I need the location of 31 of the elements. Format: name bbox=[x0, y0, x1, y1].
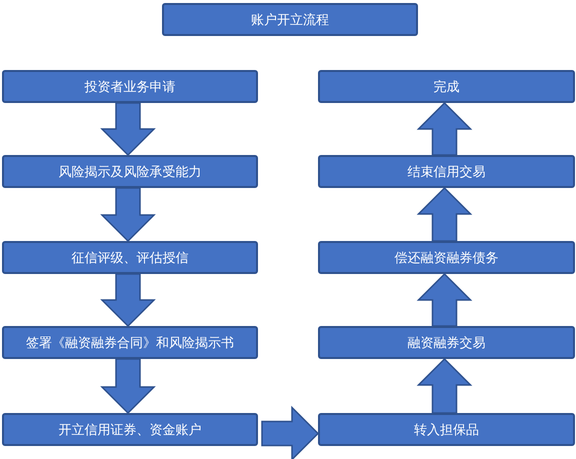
block-arrow bbox=[100, 187, 156, 242]
block-arrow bbox=[261, 406, 320, 459]
process-box bbox=[318, 155, 575, 188]
process-box bbox=[2, 155, 258, 188]
block-arrow bbox=[416, 186, 472, 242]
process-box bbox=[2, 70, 258, 103]
step-label: 结束信用交易 bbox=[408, 164, 486, 180]
process-box bbox=[318, 241, 575, 274]
step-label: 风险揭示及风险承受能力 bbox=[58, 164, 202, 180]
step-label: 投资者业务申请 bbox=[84, 78, 176, 96]
process-box bbox=[2, 413, 258, 446]
process-box bbox=[318, 326, 575, 359]
block-arrow bbox=[100, 358, 156, 414]
process-box bbox=[2, 241, 258, 274]
block-arrow bbox=[416, 102, 472, 156]
step-label: 征信评级、评估授信 bbox=[72, 250, 188, 266]
step-label: 偿还融资融券债务 bbox=[394, 250, 498, 266]
step-label: 转入担保品 bbox=[414, 422, 479, 438]
process-box bbox=[162, 3, 418, 36]
block-arrow bbox=[100, 102, 156, 156]
step-label: 签署《融资融券合同》和风险揭示书 bbox=[26, 334, 234, 352]
process-box bbox=[2, 326, 258, 359]
block-arrow bbox=[416, 358, 472, 414]
block-arrow bbox=[416, 272, 472, 327]
step-label: 完成 bbox=[434, 78, 460, 96]
process-box bbox=[318, 70, 575, 103]
step-label: 账户开立流程 bbox=[251, 12, 329, 28]
step-label: 开立信用证券、资金账户 bbox=[58, 422, 202, 438]
step-label: 融资融券交易 bbox=[408, 334, 486, 352]
process-box bbox=[318, 413, 575, 446]
block-arrow bbox=[100, 273, 156, 328]
